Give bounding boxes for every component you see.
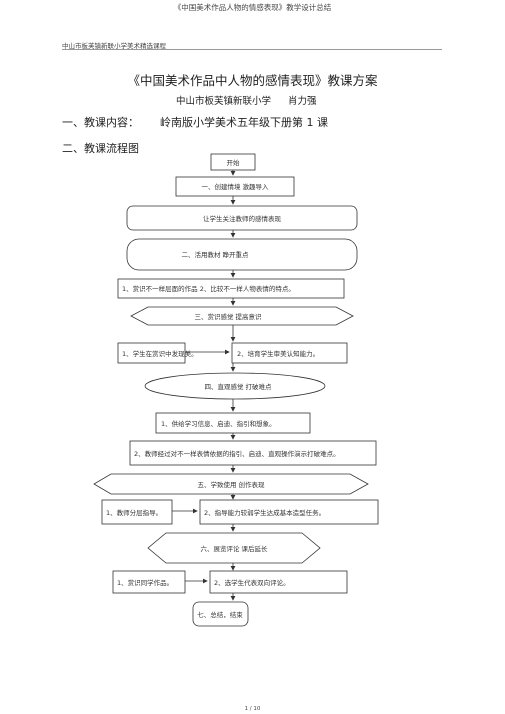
- header-divider: [62, 49, 442, 50]
- section1-value: 岭南版小学美术五年级下册第 1 课: [160, 116, 328, 129]
- flow-item5a-box: [101, 499, 173, 525]
- flow-item2a-label: 1、赏识不一样层面的作品 2、比较不一样人物表情的特点。: [122, 284, 295, 293]
- flow-item5b-box: [199, 499, 379, 525]
- flow-step4-label: 四、直观感觉 打破难点: [204, 382, 272, 391]
- flow-item5a-label: 1、教师分层指导。: [106, 508, 162, 517]
- author-name: 肖力强: [288, 96, 317, 107]
- flow-item3a-label: 1、学生在赏识中发现美。: [122, 349, 198, 358]
- flow-item6a-box: [112, 570, 186, 594]
- document-top-title: 《中国美术作品人物的情感表现》教学设计总结: [173, 3, 332, 12]
- flow-item3b-label: 2、培育学生审美认知能力。: [237, 349, 319, 358]
- flow-item4b-box: [129, 440, 377, 466]
- author-school: 中山市板芙镇新联小学: [176, 96, 272, 107]
- flow-step4-ellipse: [144, 372, 326, 400]
- flow-step3-hexagon: [130, 306, 354, 326]
- flow-start-box: [210, 153, 256, 171]
- flow-item6b-label: 2、选学生代表双向评论。: [214, 578, 290, 587]
- flow-item5b-label: 2、指导能力较弱学生达成基本造型任务。: [204, 508, 325, 517]
- flow-step3-label: 三、赏识感觉 提高意识: [194, 312, 262, 321]
- flow-step6-label: 六、展览评论 课后延长: [200, 544, 268, 553]
- flow-focus-label: 让学生关注教师的感情表现: [203, 214, 282, 223]
- flow-item4a-box: [155, 412, 311, 434]
- flow-item4b-label: 2、教师经过对不一样表情依据的指引、启迪、直观操作演示打破难点。: [134, 449, 340, 458]
- flow-item3b-box: [231, 342, 348, 364]
- school-header: 中山市板芙镇新联小学美术精选课程: [62, 42, 166, 50]
- flow-step6-hexagon: [147, 532, 321, 564]
- flow-step5-hexagon: [93, 473, 369, 495]
- flow-step1-box: [175, 176, 295, 197]
- flow-start-label: 开始: [227, 158, 241, 167]
- flow-item2a-box: [117, 278, 345, 299]
- flow-item3a-box: [117, 342, 186, 364]
- flow-end-label: 七、总结，结束: [197, 610, 243, 619]
- section2-label: 二、教课流程图: [62, 142, 139, 155]
- flow-step1-label: 一、创建情境 激趣导入: [201, 182, 269, 191]
- flow-focus-box: [126, 205, 358, 231]
- flow-item6a-label: 1、赏识同学作品。: [117, 578, 173, 587]
- flow-step2-box: [126, 238, 358, 271]
- page-title: 《中国美术作品中人物的感情表现》教课方案: [127, 73, 378, 88]
- flow-step2-label: 二、活用教材 睁开重点: [181, 250, 249, 259]
- flow-item4a-label: 1、供给学习信息、启迪、指引和想象。: [161, 419, 276, 428]
- page-number: 1 / 10: [244, 706, 261, 712]
- section1-label: 一、教课内容：: [62, 116, 139, 129]
- flow-step5-label: 五、学致使用 创作表现: [197, 480, 265, 489]
- flow-end-box: [192, 601, 249, 627]
- flow-item6b-box: [209, 570, 348, 594]
